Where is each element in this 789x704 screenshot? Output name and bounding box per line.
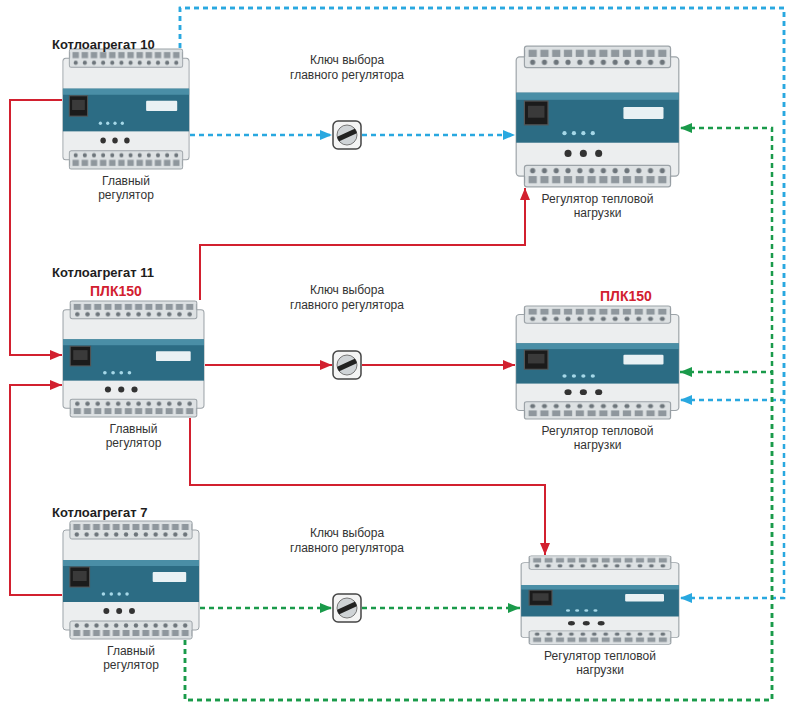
device-caption: Главный регулятор <box>91 644 171 673</box>
boiler-panel: Котлоагрегат 11ПЛК150Главный регуляторКл… <box>40 258 732 472</box>
boiler-panel: Котлоагрегат 10Главный регуляторКлюч выб… <box>40 30 732 232</box>
device-caption: Главный регулятор <box>86 174 166 203</box>
switch-label: Ключ выбора главного регулятора <box>286 53 408 82</box>
panel-title: Котлоагрегат 10 <box>40 30 732 53</box>
plc-controller: Регулятор тепловой нагрузки <box>515 45 680 188</box>
plc-controller: Главный регулятор <box>62 520 200 640</box>
model-label: ПЛК150 <box>90 283 142 299</box>
device-caption: Регулятор тепловой нагрузки <box>536 649 664 678</box>
plc-controller: ПЛК150Главный регулятор <box>62 300 205 418</box>
device-caption: Главный регулятор <box>94 422 174 451</box>
plc-controller: Регулятор тепловой нагрузки <box>520 555 680 645</box>
selector-switch: Ключ выбора главного регулятора <box>332 120 362 150</box>
panel-title: Котлоагрегат 11 <box>40 258 732 281</box>
model-label: ПЛК150 <box>600 288 652 304</box>
switch-label: Ключ выбора главного регулятора <box>286 526 408 555</box>
plc-controller: Главный регулятор <box>62 48 190 170</box>
selector-switch: Ключ выбора главного регулятора <box>332 593 362 623</box>
device-caption: Регулятор тепловой нагрузки <box>534 192 662 221</box>
boiler-panel: Котлоагрегат 7Главный регуляторКлюч выбо… <box>40 498 732 694</box>
selector-switch: Ключ выбора главного регулятора <box>332 350 362 380</box>
panel-title: Котлоагрегат 7 <box>40 498 732 521</box>
switch-label: Ключ выбора главного регулятора <box>286 283 408 312</box>
plc-controller: ПЛК150Регулятор тепловой нагрузки <box>515 305 680 420</box>
device-caption: Регулятор тепловой нагрузки <box>534 424 662 453</box>
